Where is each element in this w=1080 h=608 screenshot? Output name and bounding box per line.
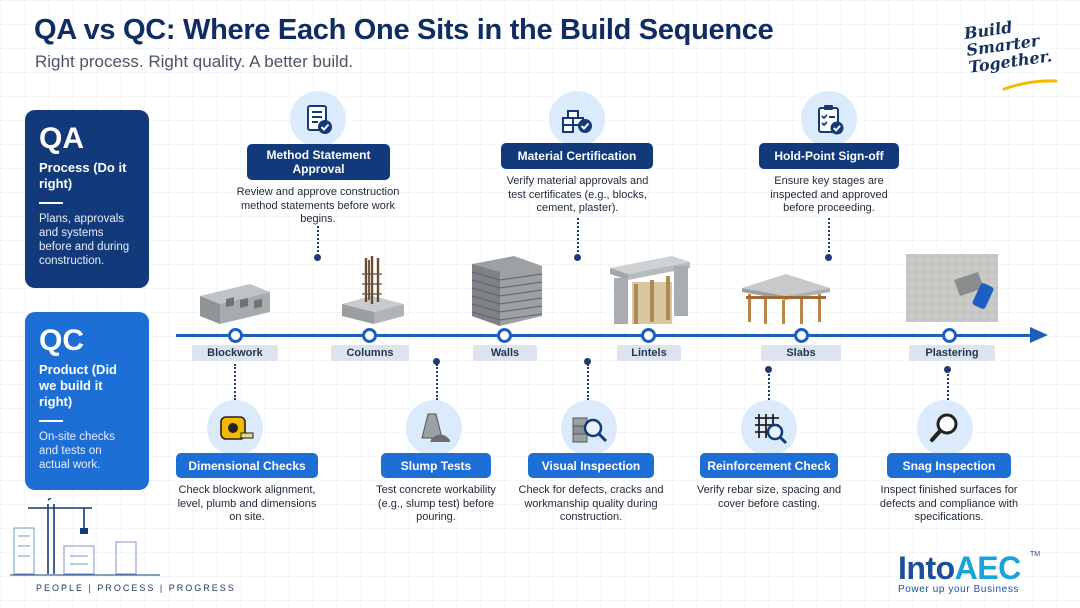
slump-tests-button[interactable]: Slump Tests	[381, 453, 491, 478]
snag-inspection-button[interactable]: Snag Inspection	[887, 453, 1011, 478]
reinforcement-check-text: Verify rebar size, spacing and cover bef…	[696, 484, 842, 510]
brand-logo: IntoAEC	[898, 552, 1021, 584]
connector-dots	[234, 364, 236, 400]
qc-panel-divider	[39, 420, 63, 422]
connector-end	[433, 358, 440, 365]
columns-image	[342, 256, 404, 324]
connector-end	[944, 366, 951, 373]
stage-label-columns: Columns	[331, 345, 409, 361]
qc-panel-description: On-site checks and tests on actual work.	[39, 431, 116, 471]
timeline-node-columns	[362, 328, 377, 343]
qa-panel-divider	[39, 202, 63, 204]
magnifier-icon	[917, 400, 973, 456]
connector-dots	[587, 364, 589, 400]
brand-trademark: TM	[1030, 551, 1041, 558]
qc-panel-kind: Product (Did we build it right)	[39, 362, 117, 409]
connector-end	[584, 358, 591, 365]
footer-motto: PEOPLE | PROCESS | PROGRESS	[36, 583, 236, 593]
hold-point-sign-off-text: Ensure key stages are inspected and appr…	[770, 175, 888, 214]
page-subtitle: Right process. Right quality. A better b…	[35, 52, 354, 71]
plastering-image	[906, 254, 998, 322]
timeline-node-lintels	[641, 328, 656, 343]
magnifier-blocks-icon	[561, 400, 617, 456]
method-statement-approval-button[interactable]: Method Statement Approval	[247, 144, 390, 180]
tagline-underline	[1002, 79, 1058, 91]
slump-cone-icon	[406, 400, 462, 456]
brand-accent: AEC	[954, 550, 1022, 586]
connector-end	[574, 254, 581, 261]
timeline-line	[176, 334, 1034, 337]
timeline-node-walls	[497, 328, 512, 343]
qa-panel-title: QA	[39, 122, 84, 155]
timeline-arrow	[1030, 327, 1048, 343]
dimensional-checks-text: Check blockwork alignment, level, plumb …	[177, 484, 317, 523]
walls-image	[471, 256, 543, 326]
qa-panel-description: Plans, approvals and systems before and …	[39, 213, 130, 267]
rebar-grid-icon	[741, 400, 797, 456]
qc-panel: QC Product (Did we build it right) On-si…	[25, 312, 149, 490]
qc-panel-title: QC	[39, 324, 84, 357]
timeline-node-slabs	[794, 328, 809, 343]
clipboard-check-icon	[801, 91, 857, 147]
visual-inspection-text: Check for defects, cracks and workmanshi…	[518, 484, 664, 523]
timeline-node-blockwork	[228, 328, 243, 343]
qa-panel: QA Process (Do it right) Plans, approval…	[25, 110, 149, 288]
slabs-image	[742, 274, 830, 324]
connector-dots	[436, 364, 438, 400]
connector-end	[825, 254, 832, 261]
visual-inspection-button[interactable]: Visual Inspection	[528, 453, 654, 478]
slump-tests-text: Test concrete workability (e.g., slump t…	[376, 484, 496, 523]
material-certification-button[interactable]: Material Certification	[501, 143, 653, 169]
connector-dots	[768, 374, 770, 400]
stage-label-blockwork: Blockwork	[192, 345, 278, 361]
stage-label-lintels: Lintels	[617, 345, 681, 361]
blockwork-image	[200, 284, 270, 324]
timeline-node-plastering	[942, 328, 957, 343]
tape-measure-icon	[207, 400, 263, 456]
crane-skyline-illustration	[10, 498, 160, 576]
page-title: QA vs QC: Where Each One Sits in the Bui…	[34, 14, 774, 46]
qa-panel-kind: Process (Do it right)	[39, 160, 127, 191]
hold-point-sign-off-button[interactable]: Hold-Point Sign-off	[759, 143, 899, 169]
brand-main: Into	[898, 550, 955, 586]
stage-label-slabs: Slabs	[761, 345, 841, 361]
snag-inspection-text: Inspect finished surfaces for defects an…	[879, 484, 1019, 523]
connector-dots	[317, 226, 319, 252]
connector-end	[314, 254, 321, 261]
dimensional-checks-button[interactable]: Dimensional Checks	[176, 453, 318, 478]
document-check-icon	[290, 91, 346, 147]
stage-label-plastering: Plastering	[909, 345, 995, 361]
brand-tagline: Power up your Business	[898, 584, 1020, 595]
material-certified-icon	[549, 91, 605, 147]
reinforcement-check-button[interactable]: Reinforcement Check	[700, 453, 838, 478]
lintels-image	[610, 256, 690, 324]
connector-end	[765, 366, 772, 373]
stage-label-walls: Walls	[473, 345, 537, 361]
material-certification-text: Verify material approvals and test certi…	[506, 175, 649, 214]
connector-dots	[947, 374, 949, 400]
connector-dots	[577, 218, 579, 252]
connector-dots	[828, 218, 830, 252]
method-statement-approval-text: Review and approve construction method s…	[236, 186, 400, 225]
